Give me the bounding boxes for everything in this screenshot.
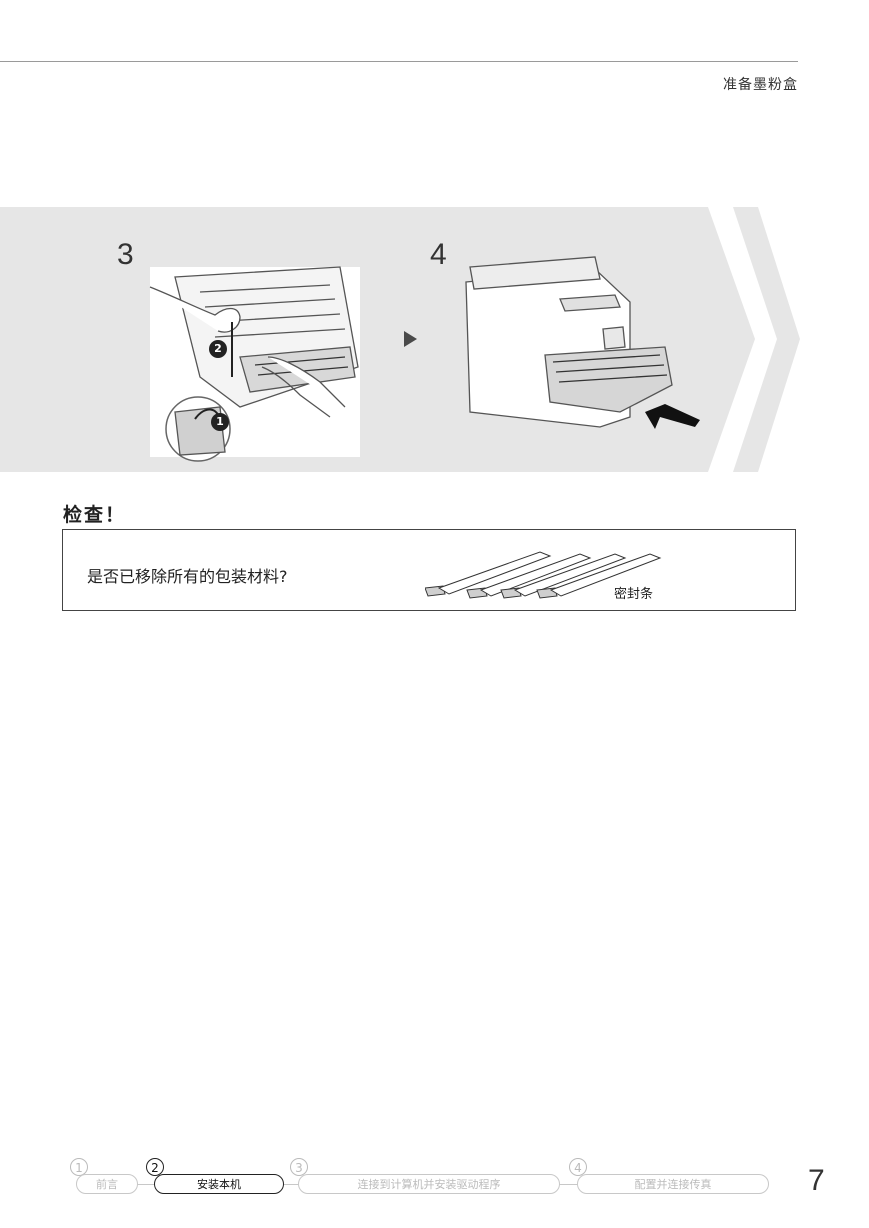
banner-background: [0, 207, 800, 472]
instruction-banner: [0, 207, 869, 472]
nav-connector: [136, 1184, 156, 1185]
step4-illustration: [465, 256, 673, 428]
callout-1-icon: [211, 413, 229, 431]
step3-illustration: [149, 266, 360, 462]
nav-item-install[interactable]: 安装本机: [154, 1174, 284, 1194]
footer-nav: 1 前言 2 安装本机 3 连接到计算机并安装驱动程序 4 配置并连接传真 7: [0, 1150, 869, 1210]
callout-1-label: 1: [216, 415, 224, 428]
seal-label: 密封条: [614, 587, 654, 602]
nav-number-2: 2: [146, 1158, 164, 1176]
nav-item-preface[interactable]: 前言: [76, 1174, 138, 1194]
callout-2-label: 2: [214, 342, 222, 355]
nav-number-3: 3: [290, 1158, 308, 1176]
nav-number-4: 4: [569, 1158, 587, 1176]
callout-2-icon: [209, 340, 227, 358]
page-number: 7: [808, 1164, 825, 1197]
nav-item-fax[interactable]: 配置并连接传真: [577, 1174, 769, 1194]
check-question: 是否已移除所有的包装材料?: [87, 567, 288, 586]
nav-connector: [282, 1184, 300, 1185]
header-rule: [0, 61, 798, 62]
next-step-arrow-icon: [404, 331, 417, 347]
nav-connector: [558, 1184, 578, 1185]
step-number-3: 3: [117, 238, 134, 271]
push-arrow-icon: [645, 404, 700, 429]
check-box: 是否已移除所有的包装材料? 密封条: [62, 529, 796, 611]
nav-item-connect-computer[interactable]: 连接到计算机并安装驱动程序: [298, 1174, 560, 1194]
section-title: 准备墨粉盒: [723, 77, 798, 93]
sealing-tape-icon: [425, 551, 662, 599]
check-title: 检查！: [63, 504, 127, 526]
step-number-4: 4: [430, 238, 447, 271]
